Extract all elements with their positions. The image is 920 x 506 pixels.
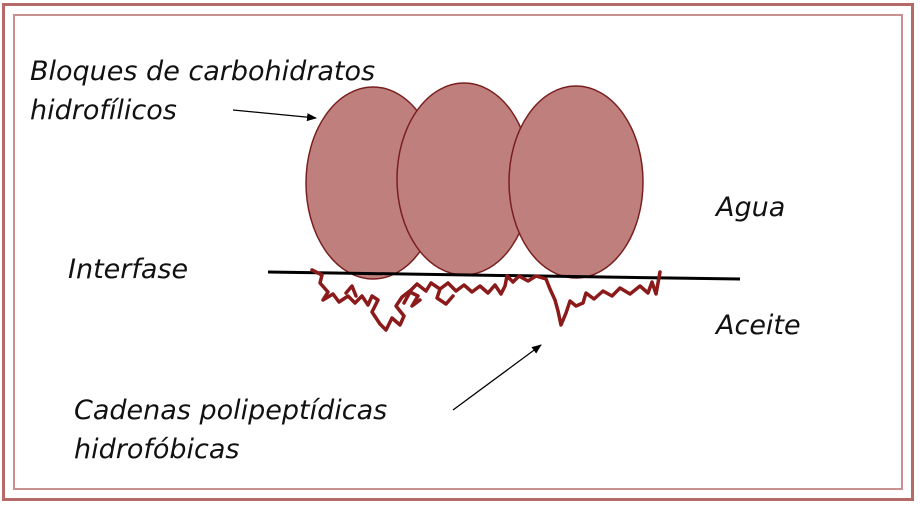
- polypeptide-chain: [312, 270, 660, 330]
- label-polypeptide-chains-line2: hidrofóbicas: [74, 433, 240, 467]
- arrow-to-polypeptide-chains: [453, 345, 541, 410]
- label-water: Agua: [716, 191, 785, 225]
- label-polypeptide-chains-line1: Cadenas polipeptídicas: [74, 394, 387, 428]
- carbohydrate-block-3: [509, 86, 643, 278]
- label-oil: Aceite: [716, 309, 801, 343]
- arrow-to-carbohydrate-blocks: [233, 110, 316, 118]
- label-interface: Interfase: [68, 253, 188, 287]
- label-carbohydrate-blocks-line2: hidrofílicos: [30, 94, 177, 128]
- interface-line: [268, 272, 740, 279]
- label-carbohydrate-blocks-line1: Bloques de carbohidratos: [30, 55, 375, 89]
